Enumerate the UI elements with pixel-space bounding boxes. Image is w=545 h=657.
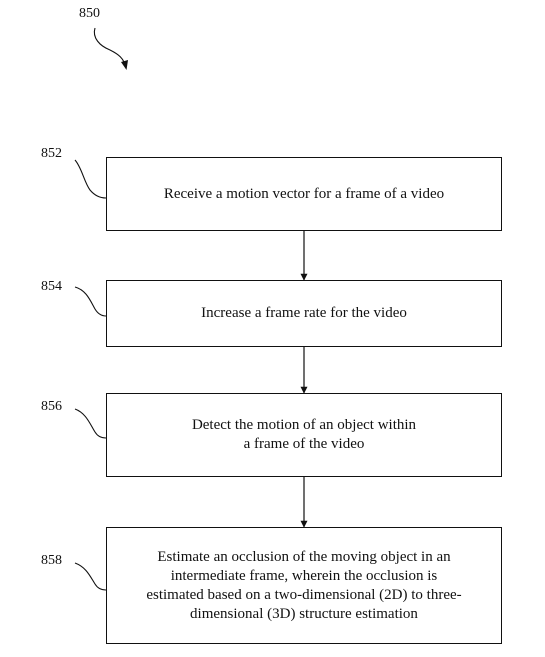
step-856-ref: 856 xyxy=(41,399,62,414)
step-854-text: Increase a frame rate for the video xyxy=(201,305,407,321)
step-856-box: Detect the motion of an object within a … xyxy=(106,393,502,477)
leader-858 xyxy=(74,562,107,591)
leader-856 xyxy=(74,408,107,439)
figure-pointer-arrow xyxy=(93,27,127,69)
step-856-text: Detect the motion of an object within a … xyxy=(191,417,417,452)
step-854-box: Increase a frame rate for the video xyxy=(106,280,502,347)
step-852-box: Receive a motion vector for a frame of a… xyxy=(106,157,502,231)
leader-852 xyxy=(74,159,107,199)
figure-pointer-arrowhead xyxy=(121,60,128,70)
step-858-box: Estimate an occlusion of the moving obje… xyxy=(106,527,502,644)
step-858-text: Estimate an occlusion of the moving obje… xyxy=(146,548,462,622)
step-852-ref: 852 xyxy=(41,146,62,161)
figure-number: 850 xyxy=(79,6,100,21)
step-858-ref: 858 xyxy=(41,553,62,568)
leader-854 xyxy=(74,286,107,317)
step-854-ref: 854 xyxy=(41,279,62,294)
step-852-text: Receive a motion vector for a frame of a… xyxy=(163,185,445,202)
